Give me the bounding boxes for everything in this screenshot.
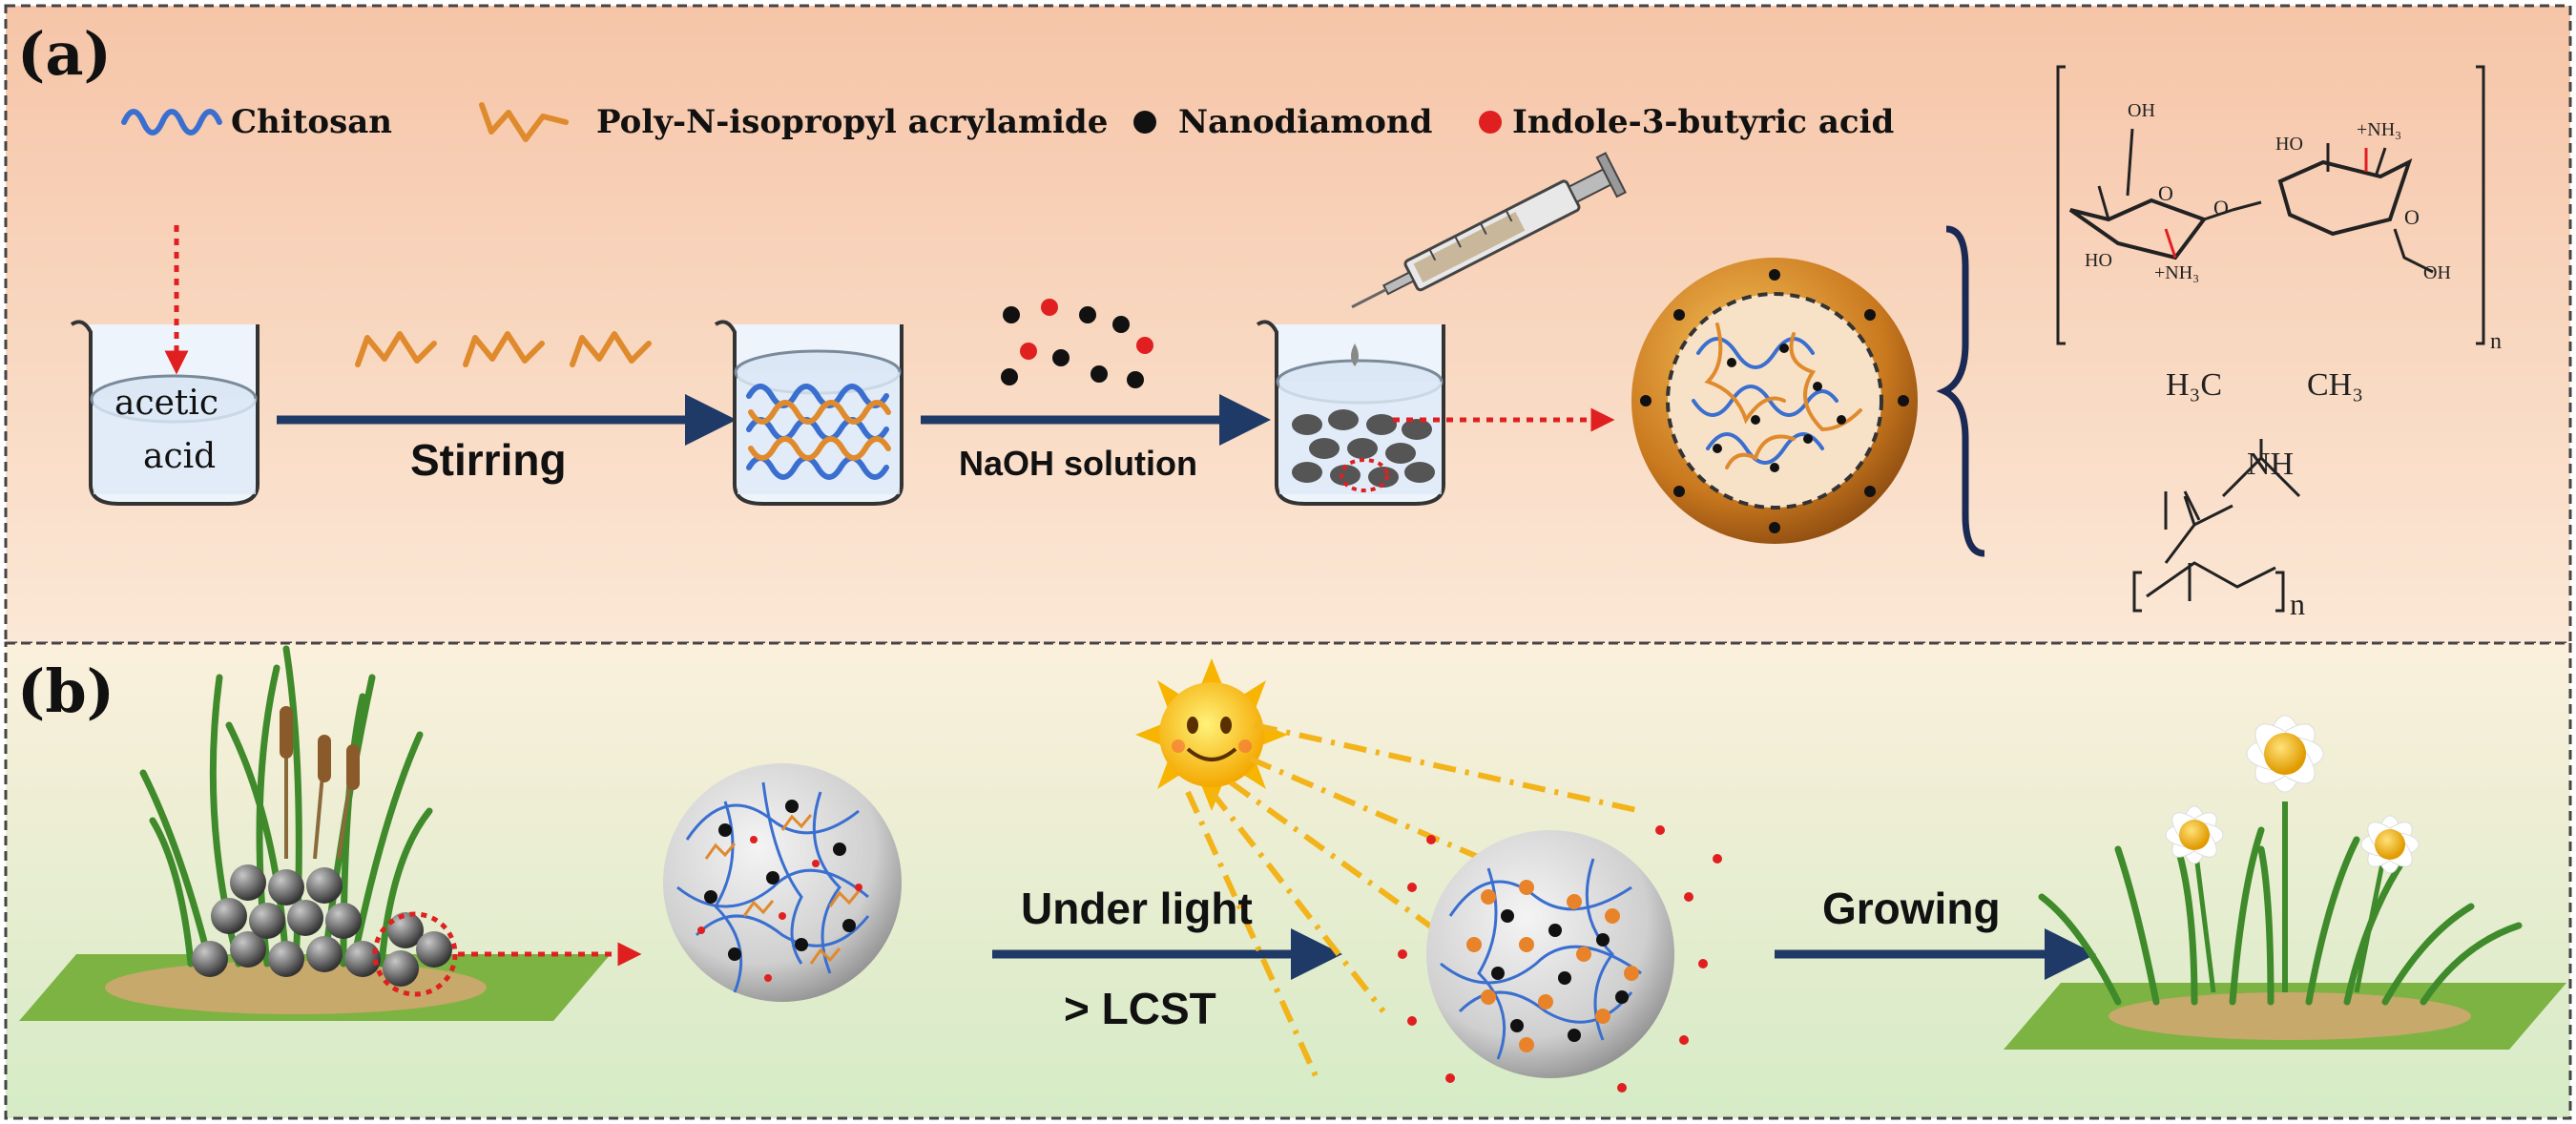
legend-nanodiamond-label: Nanodiamond [1178,103,1433,141]
panel-b-label: (b) [17,656,115,726]
beaker-polymer-mix [714,320,904,506]
chem-label-o-link: O [2213,196,2229,219]
stirring-label: Stirring [410,435,567,485]
chem-label-oh-top: OH [2128,100,2155,121]
chem-label-nh3-1: +NH₃ [2154,262,2200,283]
hydrogel-beads-cluster [192,864,452,987]
hydrogel-sphere-release [1398,825,1722,1093]
grass-right [2038,826,2523,1006]
chem-label-h3c: H₃C [2166,367,2223,403]
sun-icon [1135,658,1288,811]
chem-label-ch3: CH₃ [2307,367,2364,403]
chem-label-o-ring1: O [2158,181,2173,205]
bead-highlight-circle [372,911,458,997]
lcst-label: > LCST [1064,984,1216,1033]
soil-ground-right [2004,983,2566,1050]
nanodiamond-legend-icon [1133,111,1156,134]
beaker-label-acetic: acetic [114,384,219,423]
pnipam-chains-decoration [355,331,652,367]
beaker-hydrogel-formation [1256,320,1445,506]
under-light-label: Under light [1021,884,1253,933]
daisy-flowers [2165,715,2420,993]
legend-iba-label: Indole-3-butyric acid [1512,103,1895,141]
chem-label-oh-bottom: OH [2423,262,2451,283]
chemical-structures [1936,65,2485,613]
chem-label-nh3-2: +NH₃ [2357,119,2402,140]
chem-label-o-ring2: O [2404,205,2420,229]
beaker-label-acid: acid [143,437,217,476]
hydrogel-bead-cross-section [1631,258,1918,544]
pnipam-legend-icon [479,102,569,142]
legend-pnipam-label: Poly-N-isopropyl acrylamide [596,103,1109,141]
cattail-stalks [280,706,360,860]
chem-label-n-subscript-2: n [2290,587,2305,621]
chem-label-ho-ring2: HO [2275,134,2303,155]
chem-label-ho-left: HO [2085,250,2112,271]
nanodiamond-iba-particles [1001,299,1153,388]
chem-label-n-subscript: n [2490,329,2502,354]
beaker-acetic-acid [70,320,260,506]
syringe-icon [1351,152,1627,309]
iba-legend-icon [1479,111,1502,134]
chem-label-nh: NH [2247,447,2295,482]
panel-a-label: (a) [17,19,112,89]
naoh-label: NaOH solution [959,444,1197,483]
hydrogel-sphere-before [663,763,902,1002]
growing-label: Growing [1822,884,2001,933]
chitosan-legend-icon [121,109,222,135]
legend-chitosan-label: Chitosan [231,103,392,141]
